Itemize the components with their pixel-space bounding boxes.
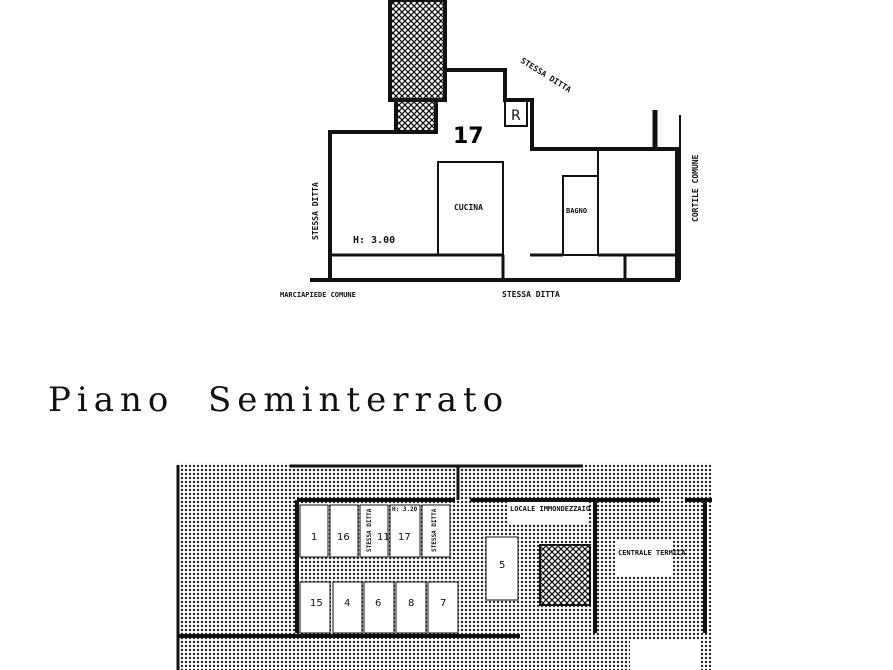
right-side-label: CORTILE COMUNE	[691, 154, 700, 222]
top-right-label: STESSA DITTA	[519, 56, 573, 94]
cell-1: 1	[311, 532, 317, 543]
bottom-left-label: MARCIAPIEDE COMUNE	[280, 291, 356, 299]
cell-8: 8	[408, 598, 414, 609]
cell-6: 6	[375, 598, 381, 609]
cell-16: 16	[337, 532, 350, 543]
unit-number: 17	[453, 124, 484, 149]
basement-cells	[299, 504, 519, 634]
cell-15: 15	[310, 598, 323, 609]
bottom-right-label: STESSA DITTA	[502, 290, 560, 299]
cell-7: 7	[440, 598, 446, 609]
centrale-label: CENTRALE TERMICA	[618, 549, 686, 557]
cell-5: 5	[499, 560, 505, 571]
basement-height: H: 3.20	[392, 506, 418, 513]
immondezzaio-label-bg	[507, 502, 587, 524]
cell-11: 11	[377, 532, 390, 543]
cell-4: 4	[344, 598, 350, 609]
centrale-label-bg	[615, 540, 673, 576]
height-label: H: 3.00	[353, 235, 395, 246]
upper-floor-plan	[310, 0, 681, 282]
left-side-label: STESSA DITTA	[311, 182, 320, 240]
bathroom-label: BAGNO	[566, 207, 587, 215]
cell-stessa-ditta-2: STESSA DITTA	[431, 508, 438, 552]
cell-stessa-ditta-1: STESSA DITTA	[366, 508, 373, 552]
cell-17: 17	[398, 532, 411, 543]
kitchen-label: CUCINA	[454, 203, 483, 212]
stair-tower	[388, 0, 447, 102]
section-title: Piano Seminterrato	[48, 380, 510, 420]
immondezzaio-label: LOCALE IMMONDEZZAIO	[510, 505, 590, 513]
r-label: R	[511, 108, 521, 124]
